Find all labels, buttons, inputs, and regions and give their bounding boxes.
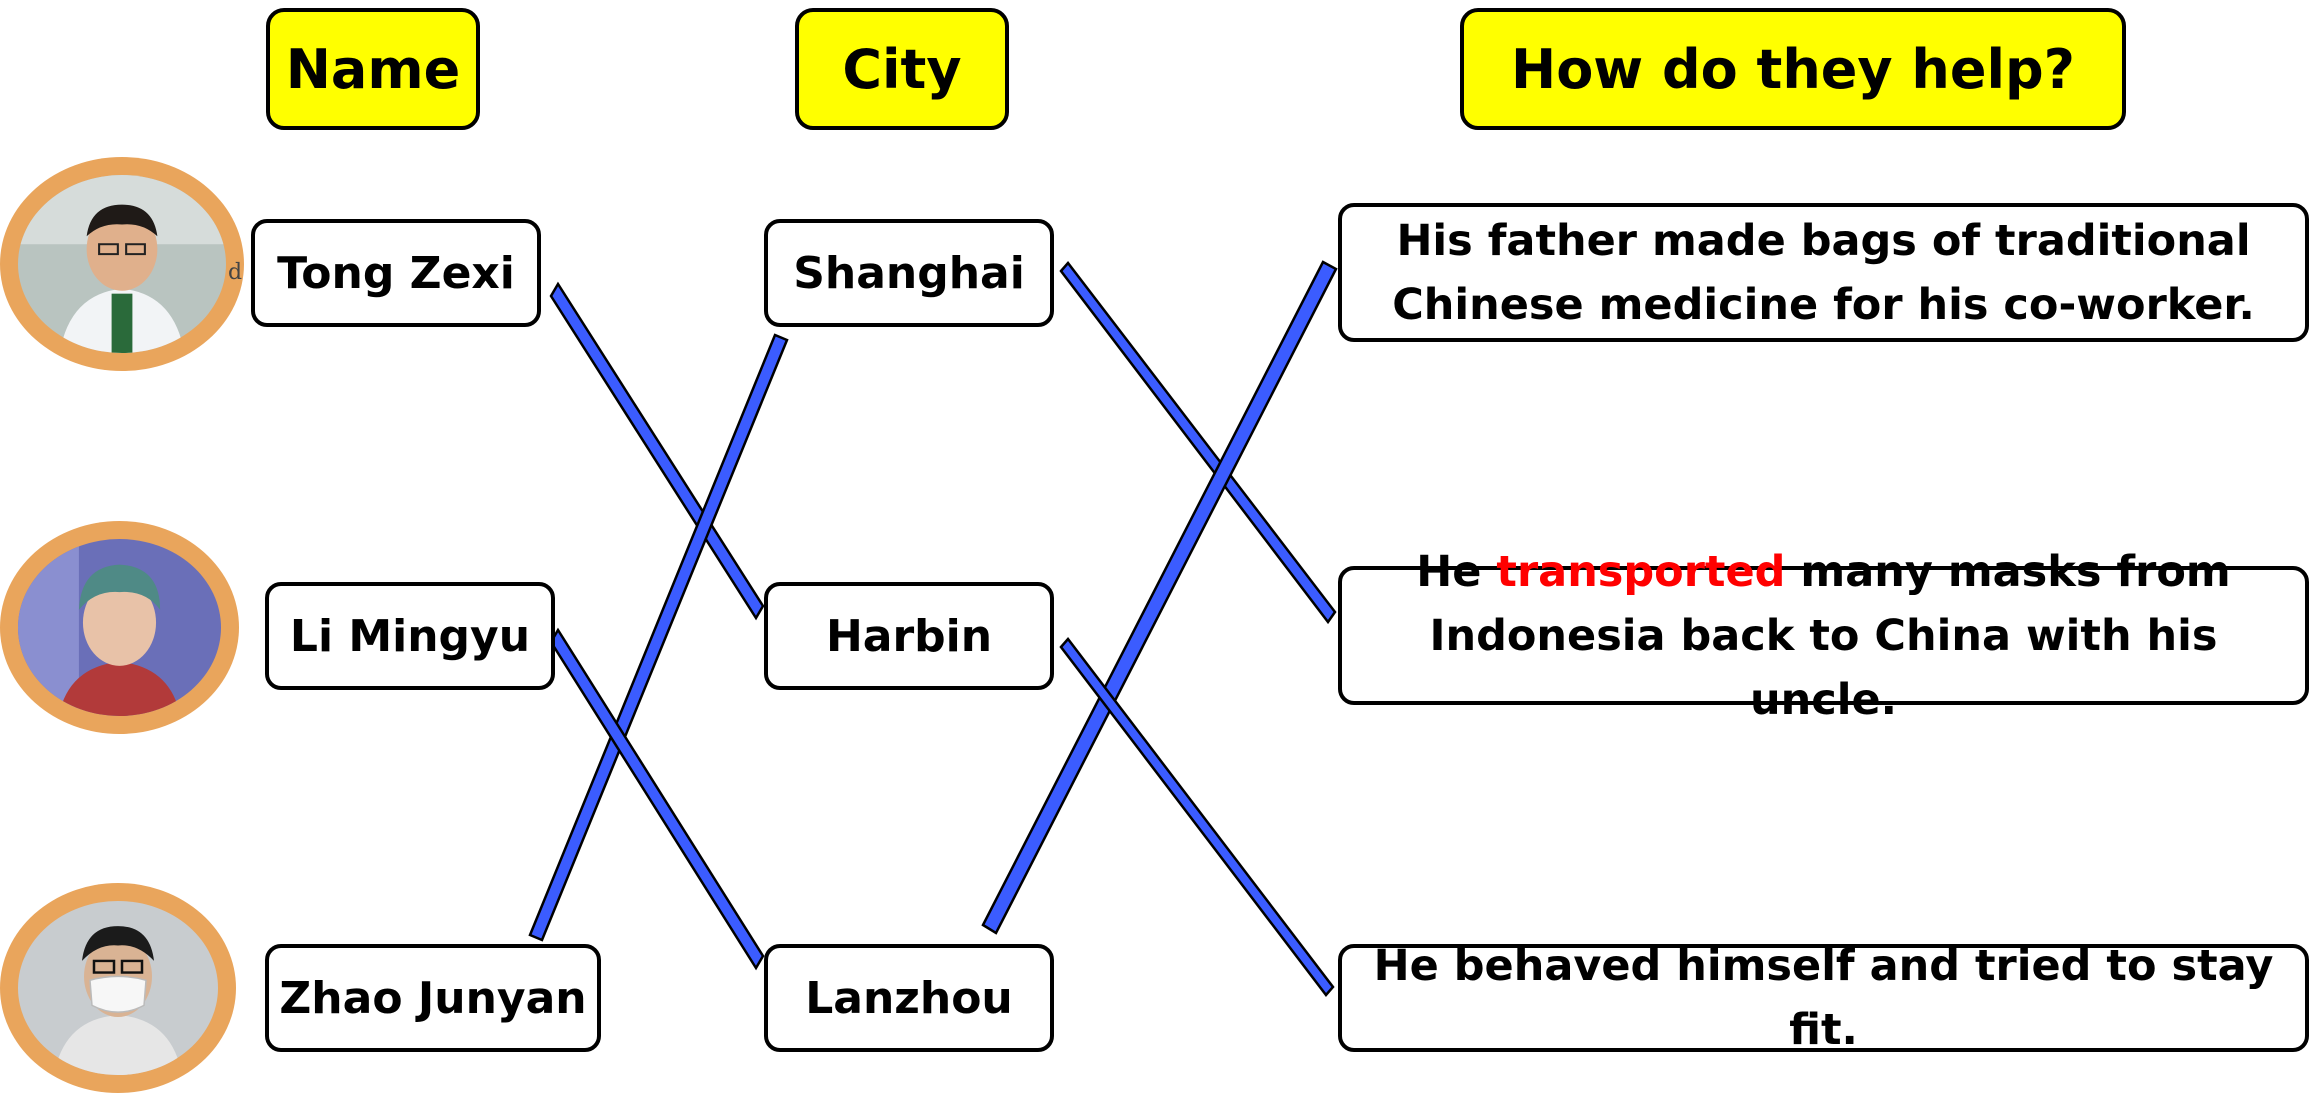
line-shanghai-help2 [1059,261,1337,625]
name-box-li-mingyu: Li Mingyu [265,582,555,690]
name-box-tong-zexi: Tong Zexi [251,219,541,327]
help-2-highlight: transported [1496,546,1786,597]
help-1-line-2: Chinese medicine for his co-worker. [1392,279,2255,330]
line-tongzexi-harbin [549,281,765,621]
city-label: Lanzhou [805,972,1013,1024]
help-3-text: He behaved himself and tried to stay fit… [1373,941,2274,1055]
header-city-label: City [842,37,962,101]
help-1-line-1: His father made bags of traditional [1396,215,2251,266]
city-label: Harbin [825,610,993,662]
name-label: Zhao Junyan [279,972,587,1024]
help-2-line-2: Indonesia back to China with his uncle. [1429,610,2218,725]
help-2-pre: He [1416,546,1497,597]
help-2-line-1: He transported many masks from [1362,540,2285,604]
student-photo-1 [18,175,226,353]
line-harbin-help3 [1059,637,1335,997]
help-box-2: He transported many masks from Indonesia… [1338,547,2309,725]
name-box-zhao-junyan: Zhao Junyan [265,944,601,1052]
avatar-tong-zexi [0,157,244,371]
line-lanzhou-help1 [981,260,1338,935]
help-2-post: many masks from [1785,546,2231,597]
help-box-1: His father made bags of traditional Chin… [1338,203,2309,342]
header-name-label: Name [285,37,461,101]
avatar-li-mingyu [0,521,239,734]
stray-mark: d [228,260,243,285]
header-city: City [795,8,1009,130]
line-limingyu-lanzhou [549,627,765,971]
avatar-zhao-junyan [0,883,236,1093]
name-label: Tong Zexi [277,247,515,299]
city-box-shanghai: Shanghai [764,219,1054,327]
city-box-lanzhou: Lanzhou [764,944,1054,1052]
city-box-harbin: Harbin [764,582,1054,690]
header-help-label: How do they help? [1511,37,2075,101]
name-label: Li Mingyu [289,610,531,662]
header-name: Name [266,8,480,130]
line-zhaojunyan-shanghai [528,333,789,942]
city-label: Shanghai [793,247,1025,299]
header-help: How do they help? [1460,8,2126,130]
student-photo-2 [18,539,221,716]
help-box-3: He behaved himself and tried to stay fit… [1338,941,2309,1055]
student-photo-3 [18,901,218,1075]
